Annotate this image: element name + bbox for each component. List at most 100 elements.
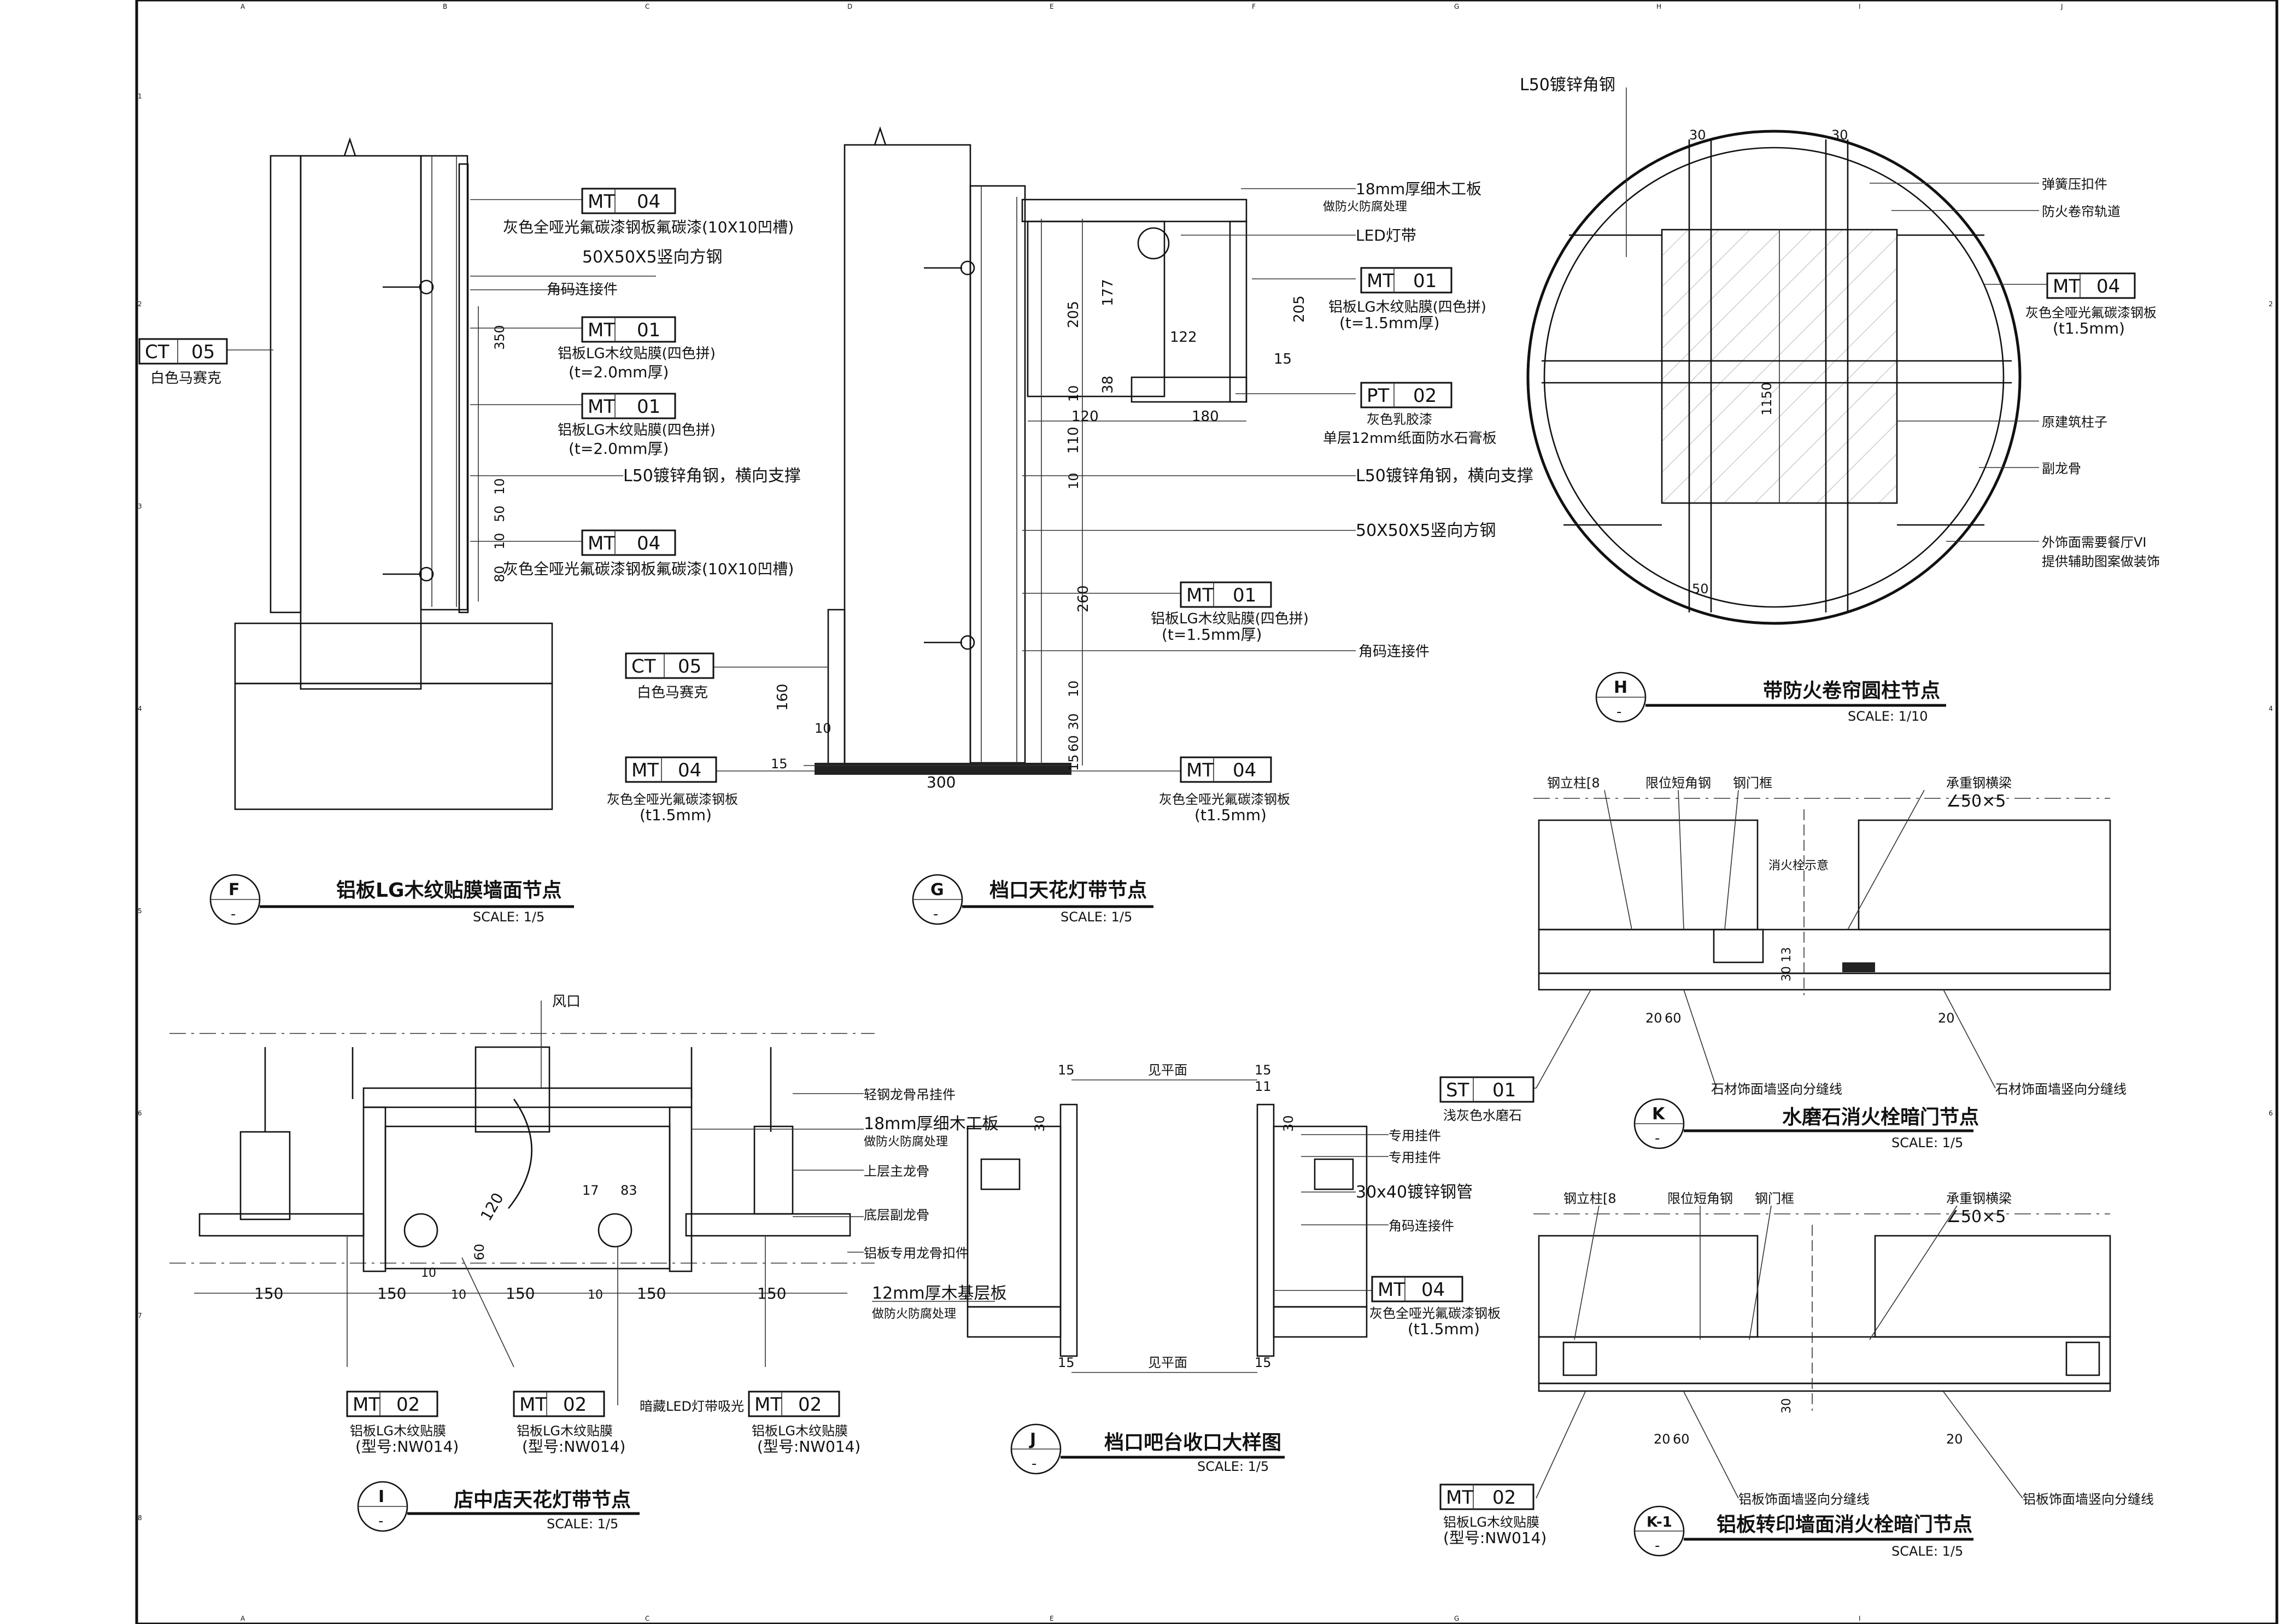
- dim-J-15d: 15: [1255, 1355, 1272, 1370]
- detail-scale: SCALE: 1/5: [473, 909, 544, 925]
- tag-desc: 灰色全哑光氟碳漆钢板氟碳漆(10X10凹槽): [503, 218, 794, 236]
- grid-row-4: 4: [138, 705, 142, 712]
- grid-row-6: 6: [138, 1109, 142, 1117]
- dim-G-205a: 205: [1065, 301, 1082, 328]
- tag-num: 01: [637, 396, 660, 418]
- grid-row-2: 2: [138, 300, 142, 308]
- F-label-angle-support: L50镀锌角钢，横向支撑: [623, 466, 801, 486]
- tag-code: MT: [1186, 760, 1214, 781]
- dim-I-83: 83: [620, 1183, 637, 1198]
- tag-num: 04: [637, 533, 660, 554]
- K1-label-joint-a: 铝板饰面墙竖向分缝线: [1738, 1492, 1870, 1507]
- detail-id: G: [930, 880, 944, 899]
- dim-G-10b: 10: [1066, 472, 1081, 489]
- dim-I-150e: 150: [757, 1284, 786, 1302]
- tag-code: MT: [1378, 1279, 1405, 1301]
- G-label-plywood-2: 做防火防腐处理: [1323, 200, 1407, 214]
- detail-title-G: G - 档口天花灯带节点 SCALE: 1/5: [912, 874, 1153, 925]
- tag-H-MT04: MT 04 灰色全哑光氟碳漆钢板 (t1.5mm): [2025, 272, 2157, 337]
- dim-J-15b: 15: [1255, 1062, 1272, 1078]
- tag-I-MT02-a: MT 02 铝板LG木纹贴膜 (型号:NW014): [346, 1391, 459, 1456]
- tag-code: MT: [1446, 1487, 1473, 1509]
- grid-col-G: G: [1454, 3, 1459, 10]
- G-label-plywood: 18mm厚细木工板: [1356, 180, 1481, 198]
- dim-G-180: 180: [1192, 408, 1219, 425]
- I-label-vent: 风口: [552, 994, 581, 1010]
- tag-desc: 灰色乳胶漆: [1367, 412, 1432, 427]
- tag-num: 02: [396, 1394, 420, 1416]
- tag-G-MT04-right: MT 04 灰色全哑光氟碳漆钢板 (t1.5mm): [1159, 756, 1290, 824]
- detail-title: 铝板LG木纹贴膜墙面节点: [336, 879, 562, 902]
- dim-I-60: 60: [472, 1243, 487, 1260]
- detail-title: 档口吧台收口大样图: [1104, 1432, 1281, 1454]
- dim-G-10a: 10: [1066, 385, 1081, 402]
- tag-code: MT: [631, 760, 659, 781]
- grid-col-E: E: [1050, 3, 1054, 10]
- dim-K1-30: 30: [1780, 1398, 1794, 1413]
- dim-I-150d: 150: [637, 1284, 666, 1302]
- dim-G-300: 300: [927, 773, 956, 791]
- K-label-column: 钢立柱[8: [1547, 775, 1600, 791]
- tag-code: MT: [519, 1394, 547, 1416]
- tag-I-MT02-b: MT 02 铝板LG木纹贴膜 (型号:NW014): [513, 1391, 625, 1456]
- tag-F-MT01-b: MT 01 铝板LG木纹贴膜(四色拼) (t=2.0mm厚): [558, 393, 716, 458]
- dim-G-260: 260: [1075, 585, 1092, 612]
- tag-code: CT: [631, 656, 656, 677]
- dim-H-30b: 30: [1831, 127, 1848, 143]
- J-label-pipe: 30x40镀锌钢管: [1356, 1183, 1473, 1202]
- dim-F-10a: 10: [492, 478, 507, 495]
- detail-id: K: [1652, 1105, 1666, 1124]
- grid-row-5: 5: [138, 907, 142, 915]
- grid-col-G-bottom: G: [1454, 1615, 1459, 1622]
- dim-I-120: 120: [477, 1190, 507, 1224]
- J-label-see-plan-bottom: 见平面: [1148, 1355, 1187, 1370]
- detail-sub: -: [231, 906, 236, 922]
- dim-G-120: 120: [1071, 408, 1099, 425]
- tag-desc: 灰色全哑光氟碳漆钢板: [1159, 792, 1290, 807]
- detail-id: J: [1029, 1430, 1036, 1449]
- detail-id: K-1: [1647, 1514, 1672, 1530]
- tag-J-MT04: MT 04 灰色全哑光氟碳漆钢板 (t1.5mm): [1369, 1276, 1501, 1338]
- tag-num: 01: [1413, 270, 1437, 292]
- tag-desc: 铝板LG木纹贴膜: [1443, 1515, 1539, 1530]
- tag-code: MT: [754, 1394, 782, 1416]
- tag-desc: 铝板LG木纹贴膜(四色拼): [558, 346, 716, 362]
- dim-J-11: 11: [1255, 1079, 1272, 1094]
- detail-scale: SCALE: 1/5: [1197, 1459, 1269, 1474]
- detail-title-F: F - 铝板LG木纹贴膜墙面节点 SCALE: 1/5: [209, 874, 574, 925]
- dim-H-50: 50: [1692, 581, 1709, 597]
- grid-col-B: B: [443, 3, 447, 10]
- J-label-board-2: 做防火防腐处理: [872, 1307, 956, 1321]
- tag-num: 02: [798, 1394, 822, 1416]
- tag-G-PT02: PT 02 灰色乳胶漆 单层12mm纸面防水石膏板: [1323, 382, 1497, 447]
- tag-desc-2: (t=2.0mm厚): [569, 440, 669, 458]
- K-label-joint-a: 石材饰面墙竖向分缝线: [1711, 1082, 1842, 1097]
- detail-sub: -: [378, 1513, 383, 1529]
- detail-K1: 30 20 60 20 钢立柱[8 限位短角钢 钢门框 承重钢横梁 ∠50×5 …: [1439, 1191, 2154, 1559]
- tag-I-MT02-c: MT 02 铝板LG木纹贴膜 (型号:NW014): [748, 1391, 860, 1456]
- dim-J-15c: 15: [1058, 1355, 1075, 1370]
- dim-G-10c: 10: [1066, 680, 1081, 697]
- H-label-track: 防火卷帘轨道: [2042, 204, 2121, 219]
- K1-label-angle: 限位短角钢: [1667, 1191, 1733, 1206]
- dim-G-122: 122: [1170, 329, 1197, 346]
- detail-id: I: [378, 1487, 384, 1506]
- dim-K-30: 30: [1780, 966, 1794, 982]
- tag-desc-2: (型号:NW014): [1443, 1529, 1547, 1547]
- G-label-square-steel: 50X50X5竖向方钢: [1356, 521, 1496, 540]
- detail-scale: SCALE: 1/5: [1891, 1135, 1963, 1150]
- K-label-hydrant: 消火栓示意: [1768, 859, 1829, 873]
- J-label-hanger-b: 专用挂件: [1389, 1150, 1441, 1165]
- detail-title-I: I - 店中店天花灯带节点 SCALE: 1/5: [357, 1481, 640, 1532]
- grid-row-7: 7: [138, 1312, 142, 1319]
- tag-code: MT: [588, 319, 615, 341]
- G-label-angle-support: L50镀锌角钢，横向支撑: [1356, 466, 1533, 486]
- tag-desc: 白色马赛克: [637, 685, 708, 701]
- tag-code: CT: [145, 341, 169, 363]
- dim-J-30b: 30: [1281, 1115, 1296, 1132]
- dim-I-17: 17: [582, 1183, 599, 1198]
- J-label-board: 12mm厚木基层板: [872, 1284, 1007, 1303]
- grid-row-labels: 1 2 3 4 5 6 7 8 2 4 6: [138, 92, 2273, 1522]
- I-label-plywood: 18mm厚细木工板: [864, 1114, 999, 1134]
- F-label-square-steel: 50X50X5竖向方钢: [582, 248, 723, 267]
